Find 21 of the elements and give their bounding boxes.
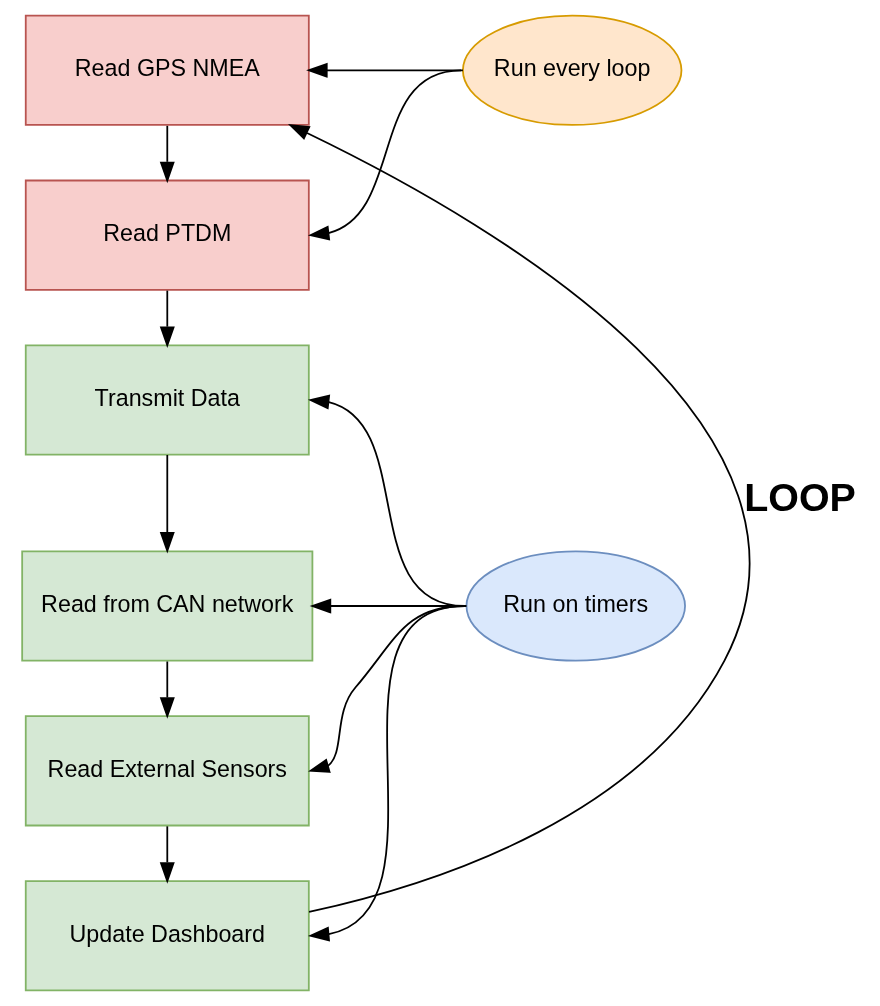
node-box: Read PTDM — [24, 179, 310, 291]
arrow — [305, 62, 464, 78]
arrow — [309, 598, 467, 614]
arrow — [159, 454, 175, 554]
arrow — [159, 660, 175, 719]
node-box: Read GPS NMEA — [24, 14, 310, 126]
node-box: Read External Sensors — [24, 715, 310, 827]
node-box: Read from CAN network — [20, 550, 313, 662]
arrow — [307, 605, 466, 773]
arrow — [307, 394, 466, 607]
arrow — [307, 605, 466, 942]
node-box: Update Dashboard — [24, 880, 310, 992]
node-ellipse: Run on timers — [465, 550, 686, 662]
edge-label: LOOP — [743, 475, 856, 520]
arrow — [287, 123, 750, 913]
arrow — [307, 69, 462, 241]
arrow — [159, 124, 175, 184]
node-ellipse: Run every loop — [461, 14, 682, 126]
node-box: Transmit Data — [24, 344, 310, 456]
arrow — [159, 825, 175, 884]
arrow — [159, 289, 175, 348]
